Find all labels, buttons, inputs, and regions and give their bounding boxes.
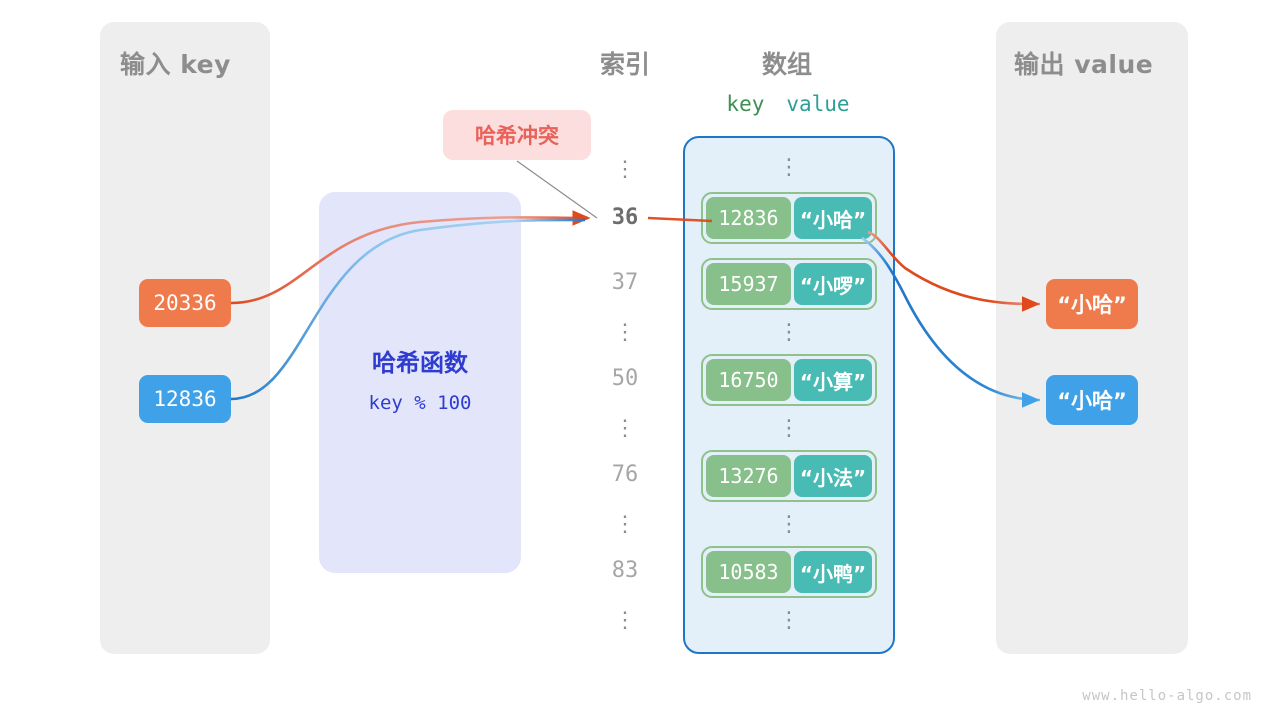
- array-ellipsis: ⋮: [778, 155, 800, 180]
- output-value-orange: “小哈”: [1046, 279, 1138, 329]
- index-item-83: 83: [611, 558, 639, 583]
- bucket-key: 10583: [706, 551, 791, 593]
- bucket-value: “小算”: [794, 359, 872, 401]
- index-item-36: 36: [611, 205, 639, 230]
- bucket-row: 12836 “小哈”: [701, 192, 877, 244]
- bucket-row: 10583 “小鸭”: [701, 546, 877, 598]
- index-column-title: 索引: [599, 50, 650, 79]
- array-column-title: 数组: [761, 50, 812, 79]
- bucket-value: “小哈”: [794, 197, 872, 239]
- index-item-50: 50: [611, 366, 639, 391]
- bucket-value: “小鸭”: [794, 551, 872, 593]
- bucket-key: 15937: [706, 263, 791, 305]
- bucket-row: 15937 “小啰”: [701, 258, 877, 310]
- index-ellipsis: ⋮: [614, 157, 636, 182]
- bucket-value: “小啰”: [794, 263, 872, 305]
- array-ellipsis: ⋮: [778, 608, 800, 633]
- index-ellipsis: ⋮: [614, 416, 636, 441]
- hash-function-expression: key % 100: [368, 392, 472, 414]
- output-value-blue: “小哈”: [1046, 375, 1138, 425]
- index-item-76: 76: [611, 462, 639, 487]
- key-header-label: key: [726, 92, 765, 116]
- output-panel-title: 输出 value: [1014, 50, 1154, 79]
- bucket-key: 16750: [706, 359, 791, 401]
- array-ellipsis: ⋮: [778, 320, 800, 345]
- key-value-header: key value: [688, 92, 888, 116]
- bucket-key: 13276: [706, 455, 791, 497]
- array-ellipsis: ⋮: [778, 512, 800, 537]
- output-panel: [996, 22, 1188, 654]
- bucket-key: 12836: [706, 197, 791, 239]
- input-key-12836: 12836: [139, 375, 231, 423]
- bucket-row: 16750 “小算”: [701, 354, 877, 406]
- index-ellipsis: ⋮: [614, 320, 636, 345]
- hash-function-box: [319, 192, 521, 573]
- hash-function-name: 哈希函数: [372, 349, 468, 377]
- watermark: www.hello-algo.com: [1082, 688, 1252, 704]
- index-ellipsis: ⋮: [614, 512, 636, 537]
- index-ellipsis: ⋮: [614, 608, 636, 633]
- input-panel-title: 输入 key: [120, 50, 231, 79]
- bucket-row: 13276 “小法”: [701, 450, 877, 502]
- index-item-37: 37: [611, 270, 639, 295]
- bucket-value: “小法”: [794, 455, 872, 497]
- value-header-label: value: [786, 92, 850, 116]
- hash-collision-label: 哈希冲突: [443, 110, 591, 160]
- array-ellipsis: ⋮: [778, 416, 800, 441]
- input-key-20336: 20336: [139, 279, 231, 327]
- input-panel: [100, 22, 270, 654]
